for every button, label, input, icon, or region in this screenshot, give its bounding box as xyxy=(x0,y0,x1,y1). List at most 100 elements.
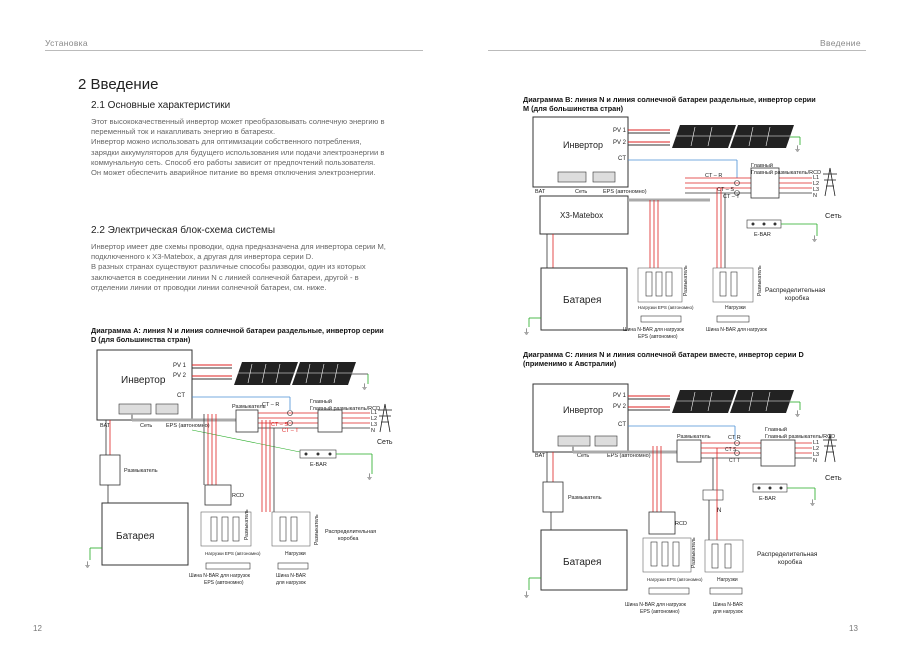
nbar-loads-label-2: для нагрузок xyxy=(713,609,744,615)
loads-breaker-vertical: Размыкатель xyxy=(757,265,763,296)
bat-port-label: BAT xyxy=(100,423,111,429)
running-header-left: Установка xyxy=(45,38,88,48)
nbar-eps-label-2: EPS (автономно) xyxy=(204,580,244,586)
nbar-eps-label-1: Шина N-BAR для нагрузок xyxy=(623,327,685,333)
running-header-right: Введение xyxy=(820,38,861,48)
diagram-a: Инвертор PV 1 PV 2 CT BAT Сеть EPS (авто… xyxy=(84,349,393,586)
l1-label: L1 xyxy=(371,410,377,416)
l2-label: L2 xyxy=(813,181,819,187)
nbar-eps-label-1: Шина N-BAR для нагрузок xyxy=(625,602,687,608)
breaker2-label: Размыкатель xyxy=(677,434,711,440)
eps-breaker-vertical: Размыкатель xyxy=(683,265,689,296)
ct-s-label: CT S xyxy=(725,447,737,453)
main-breaker-label: Главный размыкатель/RCD xyxy=(765,433,835,440)
svg-text:⏚: ⏚ xyxy=(84,561,91,569)
ebar-label: E-BAR xyxy=(754,232,771,238)
grid-pylon-icon xyxy=(823,433,837,463)
loads-label: Нагрузки xyxy=(725,305,746,311)
eps-port-label: EPS (автономно) xyxy=(166,423,210,429)
eps-load-label: Нагрузки EPS (автономно) xyxy=(205,551,261,556)
distribution-box-label-2: коробка xyxy=(338,536,359,542)
solar-panels xyxy=(234,362,356,385)
ct-s-label: CT – S xyxy=(717,187,734,193)
bat-port-label: BAT xyxy=(535,189,546,195)
solar-panels xyxy=(672,390,794,413)
pv1-label: PV 1 xyxy=(613,393,627,399)
svg-text:⏚: ⏚ xyxy=(809,499,816,507)
ct-r-label: CT – R xyxy=(262,402,279,408)
battery-label: Батарея xyxy=(563,557,601,568)
main-breaker-box xyxy=(760,439,796,467)
inverter-label: Инвертор xyxy=(563,140,603,150)
grid-pylon-icon xyxy=(823,167,837,197)
left-page: Установка 2 Введение 2.1 Основные характ… xyxy=(33,38,423,633)
page-number-left: 12 xyxy=(33,624,42,633)
eps-breaker-vertical: Размыкатель xyxy=(244,509,250,540)
battery-box xyxy=(540,267,628,331)
l1-label: L1 xyxy=(813,440,819,446)
main-breaker-label-1: Главный xyxy=(751,162,773,169)
inverter-label: Инвертор xyxy=(121,375,166,386)
main-breaker-label: Главный размыкатель/RCD xyxy=(310,405,380,412)
l3-label: L3 xyxy=(813,187,819,193)
diagram-c-caption: Диаграмма C: линия N и линия солнечной б… xyxy=(523,350,804,368)
ebar-label: E-BAR xyxy=(310,462,327,468)
bat-port-label: BAT xyxy=(535,453,546,459)
distribution-box-label-1: Распределительная xyxy=(757,551,818,558)
eps-load-label: Нагрузки EPS (автономно) xyxy=(638,305,694,310)
matebox-label: X3-Matebox xyxy=(560,211,603,220)
ct-t-label: CT T xyxy=(729,458,740,464)
pv2-label: PV 2 xyxy=(613,140,627,146)
right-page: Введение Диаграмма B: линия N и линия со… xyxy=(455,0,910,672)
battery-breaker-label: Размыкатель xyxy=(124,468,158,474)
l3-label: L3 xyxy=(371,422,377,428)
distribution-box-label-1: Распределительная xyxy=(765,287,826,294)
ct-t-label: CT – T xyxy=(282,428,299,434)
eps-port-label: EPS (автономно) xyxy=(603,189,647,195)
diagram-a-caption: Диаграмма A: линия N и линия солнечной б… xyxy=(91,326,384,344)
grid-label: Сеть xyxy=(825,211,842,220)
eps-port-label: EPS (автономно) xyxy=(607,453,651,459)
ct-r-label: CT R xyxy=(728,435,741,441)
n-label: N xyxy=(813,458,817,464)
l1-label: L1 xyxy=(813,175,819,181)
main-breaker-label: Главный размыкатель/RCD xyxy=(751,169,821,176)
svg-text:⏚: ⏚ xyxy=(361,383,368,391)
nbar-loads-label-1: Шина N-BAR xyxy=(713,602,743,608)
battery-breaker-box xyxy=(99,454,121,486)
solar-panels xyxy=(672,125,794,148)
pv2-label: PV 2 xyxy=(173,373,187,379)
ebar-label: E-BAR xyxy=(759,496,776,502)
main-breaker-box xyxy=(750,167,780,199)
battery-breaker-label: Размыкатель xyxy=(568,495,602,501)
svg-text:⏚: ⏚ xyxy=(523,328,530,336)
nbar-eps-label-2: EPS (автономно) xyxy=(640,609,680,615)
chapter-title: 2 Введение xyxy=(78,76,159,93)
grid-port-label: Сеть xyxy=(577,453,589,459)
main-breaker-label-1: Главный xyxy=(310,398,332,405)
grid-label: Сеть xyxy=(825,473,842,482)
pv1-label: PV 1 xyxy=(613,128,627,134)
n-label: N xyxy=(813,193,817,199)
inverter-label: Инвертор xyxy=(563,405,603,415)
header-divider-right xyxy=(488,50,866,51)
distribution-box-label-2: коробка xyxy=(785,294,809,302)
pv2-label: PV 2 xyxy=(613,404,627,410)
eps-terminal xyxy=(155,403,179,415)
svg-text:⏚: ⏚ xyxy=(523,591,530,599)
nbar-loads-label: Шина N-BAR для нагрузок xyxy=(706,327,768,333)
battery-label: Батарея xyxy=(563,295,601,306)
grid-terminal xyxy=(118,403,152,415)
ct-t-label: CT – T xyxy=(723,194,740,200)
n-mid-label: N xyxy=(717,508,721,514)
rcd-box xyxy=(648,511,676,535)
matebox-box xyxy=(539,195,629,235)
main-breaker-label-1: Главный xyxy=(765,426,787,433)
nbar-loads-label-2: для нагрузок xyxy=(276,580,307,586)
nbar-eps-label-1: Шина N-BAR для нагрузок xyxy=(189,573,251,579)
ct-label: CT xyxy=(177,393,185,399)
l2-label: L2 xyxy=(371,416,377,422)
rcd-label: RCD xyxy=(675,521,687,527)
grid-port-label: Сеть xyxy=(575,189,587,195)
rcd-label: RCD xyxy=(232,493,244,499)
